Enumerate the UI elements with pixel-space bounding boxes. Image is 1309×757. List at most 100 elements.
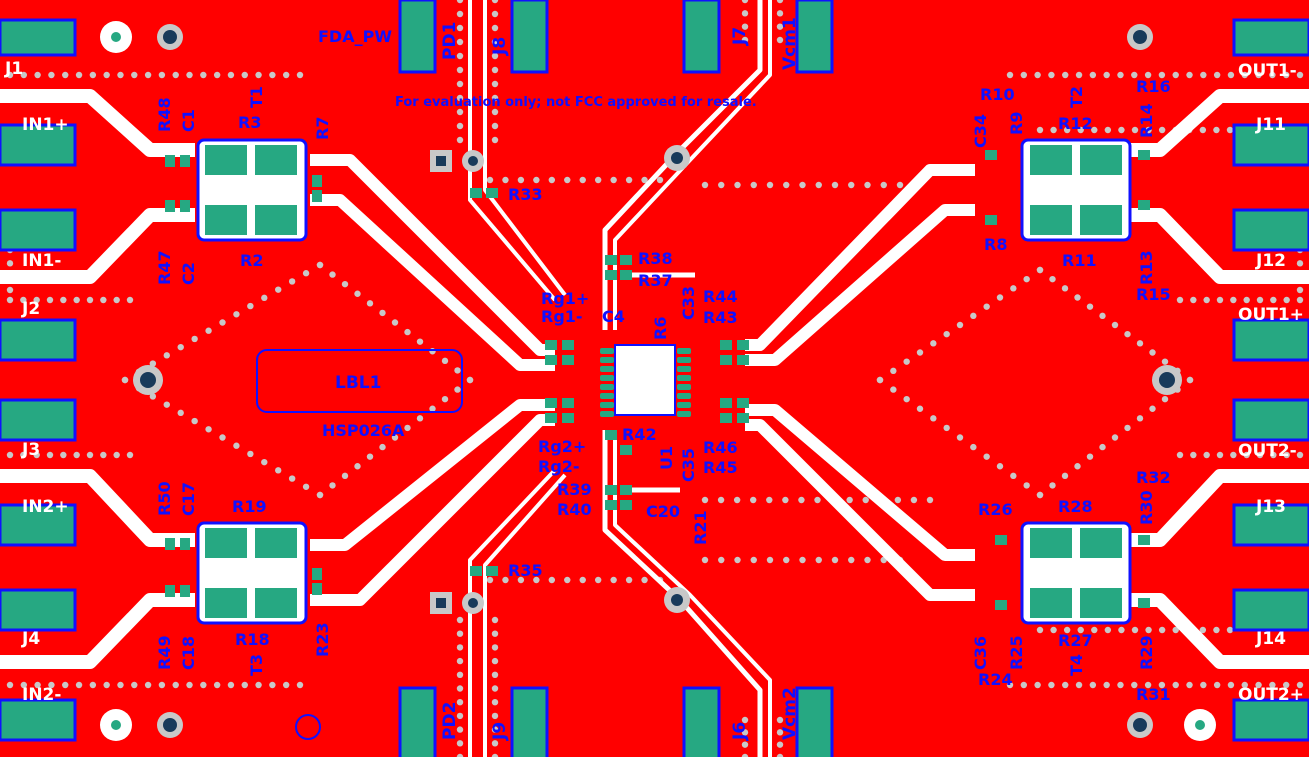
resistor-label: Rg2+ [538,437,586,456]
via-dot [1048,71,1055,79]
connector-label: IN1+ [22,115,69,135]
via-dot [491,740,499,747]
resistor-label: Rg1- [541,307,583,326]
via-dot [261,294,268,302]
resistor-label: R21 [691,510,710,545]
via-dot [1243,296,1250,304]
via-dot [6,296,14,304]
ic-pin [677,411,691,417]
via-dot [1213,681,1221,689]
via-dot [831,181,839,189]
ic-pin [600,411,614,417]
resistor-label: R13 [1137,250,1156,285]
via-dot [766,496,773,504]
capacitor-label: C17 [179,482,198,516]
via-dot [502,576,509,584]
via-dot [60,296,67,304]
resistor-label: Rg1+ [541,289,589,308]
via-dot [486,576,494,584]
via-dot [956,321,964,329]
via-dot [766,181,774,189]
ic-pin [600,375,614,381]
via-dot [1010,285,1017,292]
via-dot [1063,626,1071,634]
via-dot [456,644,464,651]
via-dot [296,71,304,79]
fcc-logo-mark [295,714,321,740]
via-dot [831,556,839,564]
via-dot [741,753,749,757]
ic-pin [677,393,691,399]
via-dot [783,556,790,564]
via-dot [1200,681,1207,689]
via-dot [610,176,617,184]
via-dot [848,181,855,189]
via-dot [734,181,741,189]
resistor-label: R44 [703,287,738,306]
via-dot [1158,71,1166,79]
resistor-label: R39 [557,480,592,499]
via-dot [610,576,617,584]
via-dot [1172,681,1179,689]
via-dot [149,393,157,400]
via-dot [894,496,902,504]
via-dot [741,0,749,4]
via-dot [491,630,499,637]
via-dot [1172,626,1179,634]
via-dot [1075,681,1083,689]
resistor-label: R40 [557,500,592,519]
transformer-footprints [196,138,1132,625]
via-dot [1118,626,1125,634]
via-dot [718,181,725,189]
via-dot [1226,626,1234,634]
via-dot [46,451,54,459]
via-dot [275,467,282,474]
via-dot [255,681,262,689]
connector-label: OUT1+ [1238,305,1304,325]
via-dot [733,496,741,504]
via-dot [1213,71,1221,79]
via-dot [1144,681,1152,689]
via-dot [191,335,198,343]
via-dot [1091,626,1098,634]
via-dot [466,376,474,384]
via-dot [1200,71,1207,79]
via-dot [1020,681,1028,689]
connector-label: Vcm2 [780,687,800,740]
via-dot [491,10,499,18]
ic-pin [677,375,691,381]
via-dot [6,260,14,267]
via-dot [848,556,855,564]
via-dot [6,681,14,689]
via-dot [741,729,749,736]
connector-label: J11 [1255,115,1286,135]
via-dot [441,395,449,403]
connector-label: IN2- [22,685,61,705]
via-dot [1077,626,1084,634]
via-dot [1296,71,1304,79]
via-dot [930,340,937,347]
via-dot [177,343,184,351]
via-dot [996,463,1004,470]
via-dot [456,616,464,624]
via-dot [741,716,749,724]
via-dot [502,176,509,184]
via-dot [456,712,464,720]
via-dot [1111,321,1119,329]
resistor-label: R31 [1136,685,1171,704]
via-dot [579,176,586,184]
resistor-label: R32 [1136,468,1171,487]
via-dot [533,176,540,184]
via-dot [296,681,304,689]
via-dot [1186,376,1194,384]
via-dot [890,367,897,375]
via-dot [1049,275,1056,283]
via-dot [1089,681,1097,689]
resistor-label: R28 [1058,497,1093,516]
via-dot [456,52,464,60]
via-dot [247,302,254,310]
resistor-label: R30 [1137,490,1156,525]
ic-pin [600,366,614,372]
via-dot [241,681,248,689]
